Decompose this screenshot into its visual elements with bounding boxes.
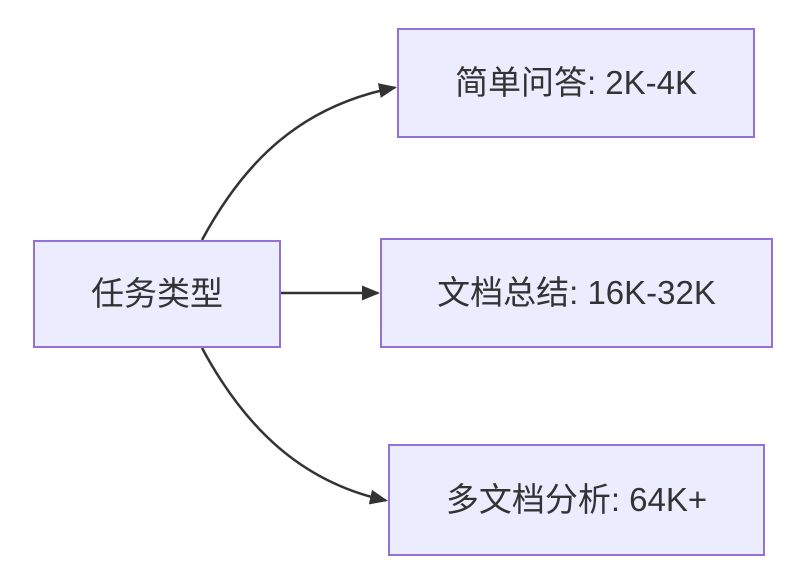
node-multi-doc-analysis-label: 多文档分析: 64K+: [445, 481, 708, 519]
node-doc-summary: 文档总结: 16K-32K: [380, 238, 773, 348]
node-task-type: 任务类型: [33, 240, 281, 348]
node-multi-doc-analysis: 多文档分析: 64K+: [388, 444, 765, 556]
node-simple-qa-label: 简单问答: 2K-4K: [454, 64, 698, 102]
edge-task-type-to-multi-doc-analysis: [200, 347, 388, 505]
node-task-type-label: 任务类型: [91, 275, 223, 313]
edge-task-type-to-simple-qa: [200, 83, 397, 241]
node-doc-summary-label: 文档总结: 16K-32K: [437, 274, 716, 312]
node-simple-qa: 简单问答: 2K-4K: [397, 28, 755, 138]
